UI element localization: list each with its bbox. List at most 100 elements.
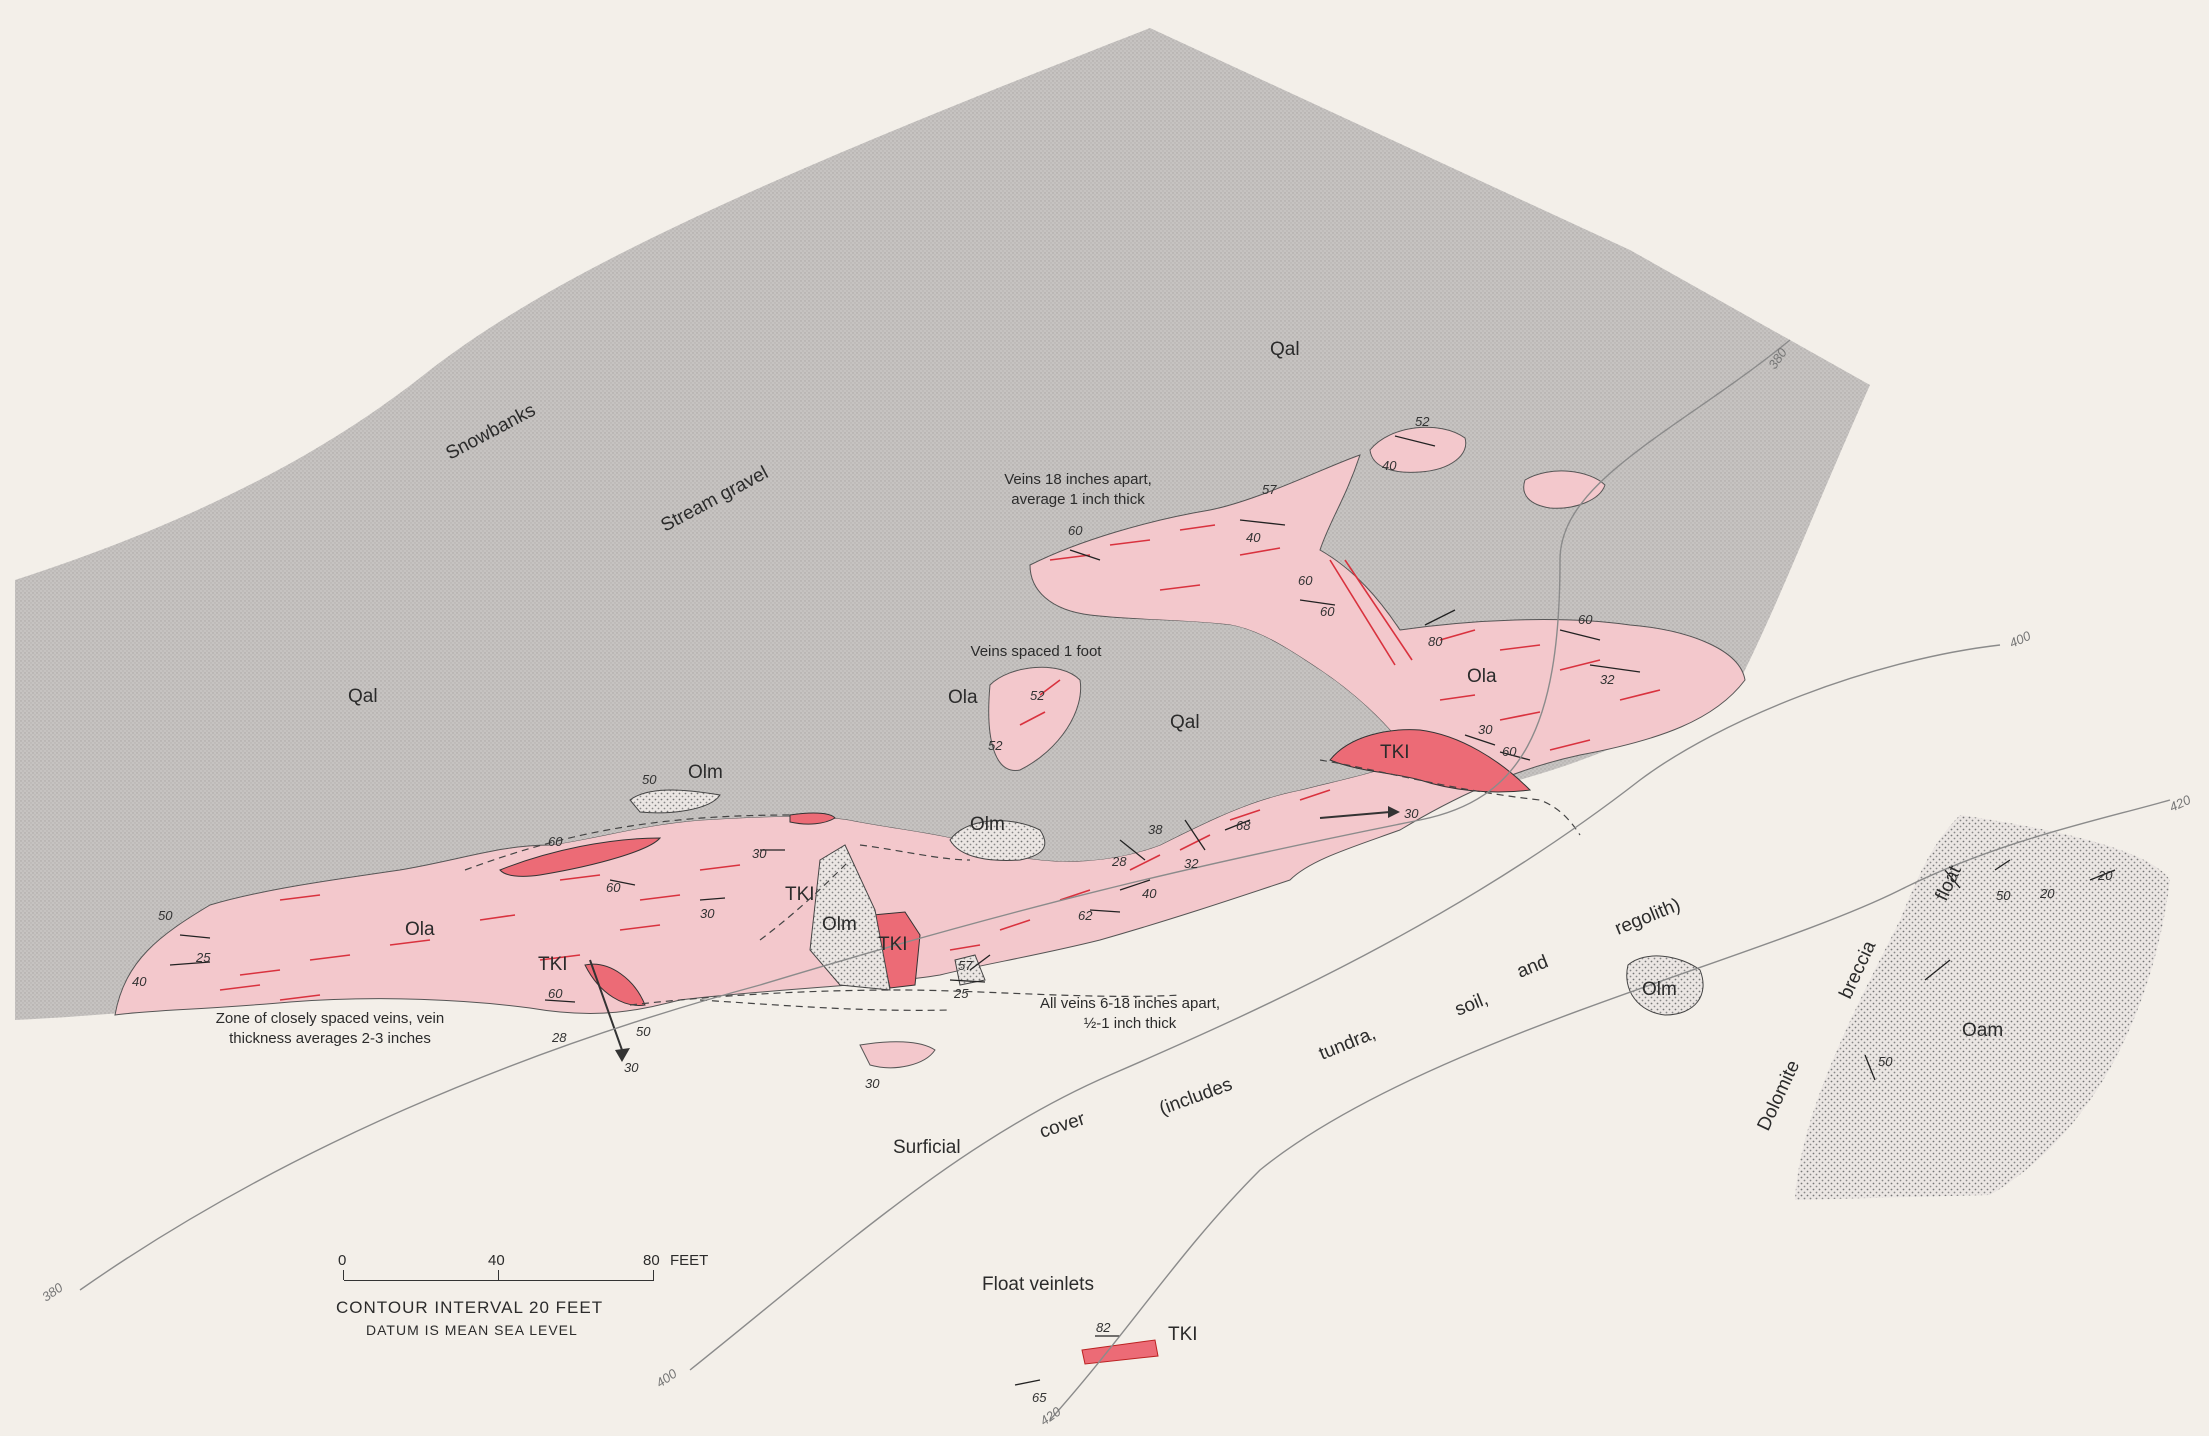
dip-label: 40	[132, 974, 147, 989]
unit-label-olm-central: Olm	[970, 814, 1005, 835]
dip-label: 30	[1404, 806, 1419, 821]
contour-label-380-bottom: 380	[39, 1279, 66, 1304]
tki-lens-b	[789, 812, 836, 825]
note-zone-line1: Zone of closely spaced veins, vein	[216, 1010, 444, 1027]
unit-label-olm-east: Olm	[1642, 979, 1677, 1000]
dip-label: 60	[606, 880, 621, 895]
olm-patch-central	[949, 820, 1046, 861]
note-dolomite-word-0: Dolomite	[1753, 1057, 1804, 1134]
dip-label: 40	[1382, 458, 1397, 473]
dip-label: 25	[953, 986, 969, 1001]
unit-label-tki-float: TKI	[1168, 1324, 1198, 1345]
unit-label-ola-island: Ola	[948, 687, 978, 708]
note-surficial-word-3: tundra,	[1316, 1023, 1379, 1065]
dip-label: 50	[636, 1024, 651, 1039]
unit-label-tki-east: TKI	[1380, 742, 1410, 763]
unit-label-ola-west: Ola	[405, 919, 435, 940]
contour-interval-label: CONTOUR INTERVAL 20 FEET	[336, 1298, 604, 1317]
note-float-veinlets: Float veinlets	[982, 1274, 1094, 1295]
scale-label-0: 0	[338, 1252, 347, 1269]
dip-label: 80	[1428, 634, 1443, 649]
dip-label: 50	[1878, 1054, 1893, 1069]
tki-area-east	[1329, 729, 1532, 793]
scale-bar-block: 0 40 80 FEET CONTOUR INTERVAL 20 FEET DA…	[330, 1252, 730, 1347]
dip-label: 68	[1236, 818, 1251, 833]
note-veins-18-line1: Veins 18 inches apart,	[1004, 471, 1152, 488]
dip-label: 52	[988, 738, 1003, 753]
dip-label: 60	[1298, 573, 1313, 588]
dip-label: 30	[700, 906, 715, 921]
dip-label: 50	[158, 908, 173, 923]
note-dolomite-word-1: breccia	[1835, 937, 1880, 1002]
contour-label-420-bottom: 420	[1037, 1403, 1064, 1428]
unit-label-olm-wedge: Olm	[822, 914, 857, 935]
unit-label-tki-center: TKI	[878, 934, 908, 955]
unit-label-qal-center: Qal	[1170, 712, 1200, 733]
dip-label: 25	[195, 950, 211, 965]
note-veins-18-line2: average 1 inch thick	[1011, 491, 1145, 508]
dip-label: 50	[1996, 888, 2011, 903]
unit-label-tki-mid: TKI	[785, 884, 815, 905]
dip-label: 32	[1184, 856, 1199, 871]
note-surficial-word-1: cover	[1037, 1108, 1088, 1143]
dip-label: 60	[1502, 744, 1517, 759]
note-surficial-word-0: Surficial	[893, 1137, 961, 1158]
unit-label-qal-north: Qal	[1270, 339, 1300, 360]
note-zone-line2: thickness averages 2-3 inches	[229, 1030, 431, 1047]
note-dolomite-word-2: float	[1931, 862, 1966, 904]
dip-label: 57	[958, 958, 973, 973]
dip-label: 60	[1578, 612, 1593, 627]
contour-label-400-top: 400	[2007, 628, 2034, 651]
note-all-veins-line2: ½-1 inch thick	[1084, 1015, 1177, 1032]
contour-label-380-top: 380	[1765, 345, 1790, 372]
dip-label: 82	[1096, 1320, 1111, 1335]
unit-label-tki-west: TKI	[538, 954, 568, 975]
dip-label: 20	[2097, 868, 2113, 883]
qal-central-bay	[550, 616, 1410, 862]
olm-patch-east	[1626, 955, 1704, 1016]
dip-label: 52	[1030, 688, 1045, 703]
note-all-veins-line1: All veins 6-18 inches apart,	[1040, 995, 1220, 1012]
fault-arrows	[589, 806, 1400, 1062]
dip-label: 60	[1068, 523, 1083, 538]
dip-label: 60	[548, 986, 563, 1001]
dip-label: 60	[548, 834, 563, 849]
note-snowbanks: Snowbanks	[442, 400, 539, 465]
ola-float-patch	[859, 1041, 936, 1069]
datum-label: DATUM IS MEAN SEA LEVEL	[366, 1322, 578, 1338]
olm-patch-upper	[629, 789, 721, 814]
dip-label: 30	[752, 846, 767, 861]
scale-tick-0	[343, 1270, 344, 1280]
scale-bar-line	[344, 1280, 654, 1281]
scale-unit: FEET	[670, 1252, 709, 1269]
scale-tick-80	[653, 1270, 654, 1280]
dip-label: 50	[642, 772, 657, 787]
dip-label: 32	[1600, 672, 1615, 687]
dip-label: 40	[1142, 886, 1157, 901]
contour-label-420-top: 420	[2167, 792, 2194, 815]
ola-small-island-a	[1369, 426, 1467, 473]
unit-label-ola-east: Ola	[1467, 666, 1497, 687]
dip-label: 28	[1111, 854, 1127, 869]
scale-label-80: 80	[643, 1252, 660, 1269]
unit-label-olm-upper: Olm	[688, 762, 723, 783]
dip-label: 30	[865, 1076, 880, 1091]
dip-label: 30	[1478, 722, 1493, 737]
unit-label-qal-west: Qal	[348, 686, 378, 707]
dip-label: 65	[1032, 1390, 1047, 1405]
dip-label: 57	[1262, 482, 1277, 497]
dip-label: 62	[1078, 908, 1093, 923]
oam-unit-area	[1795, 815, 2170, 1200]
scale-tick-40	[498, 1270, 499, 1280]
tki-float-veinlet	[1081, 1339, 1159, 1365]
note-surficial-word-6: regolith)	[1612, 894, 1684, 939]
strike-dip-symbols	[169, 435, 2116, 1386]
note-surficial-word-5: and	[1514, 951, 1551, 982]
dip-label: 30	[624, 1060, 639, 1075]
dip-label: 38	[1148, 822, 1163, 837]
dip-label: 60	[1320, 604, 1335, 619]
note-surficial-word-2: (includes	[1157, 1074, 1236, 1120]
olm-patch-wedge	[809, 844, 891, 991]
